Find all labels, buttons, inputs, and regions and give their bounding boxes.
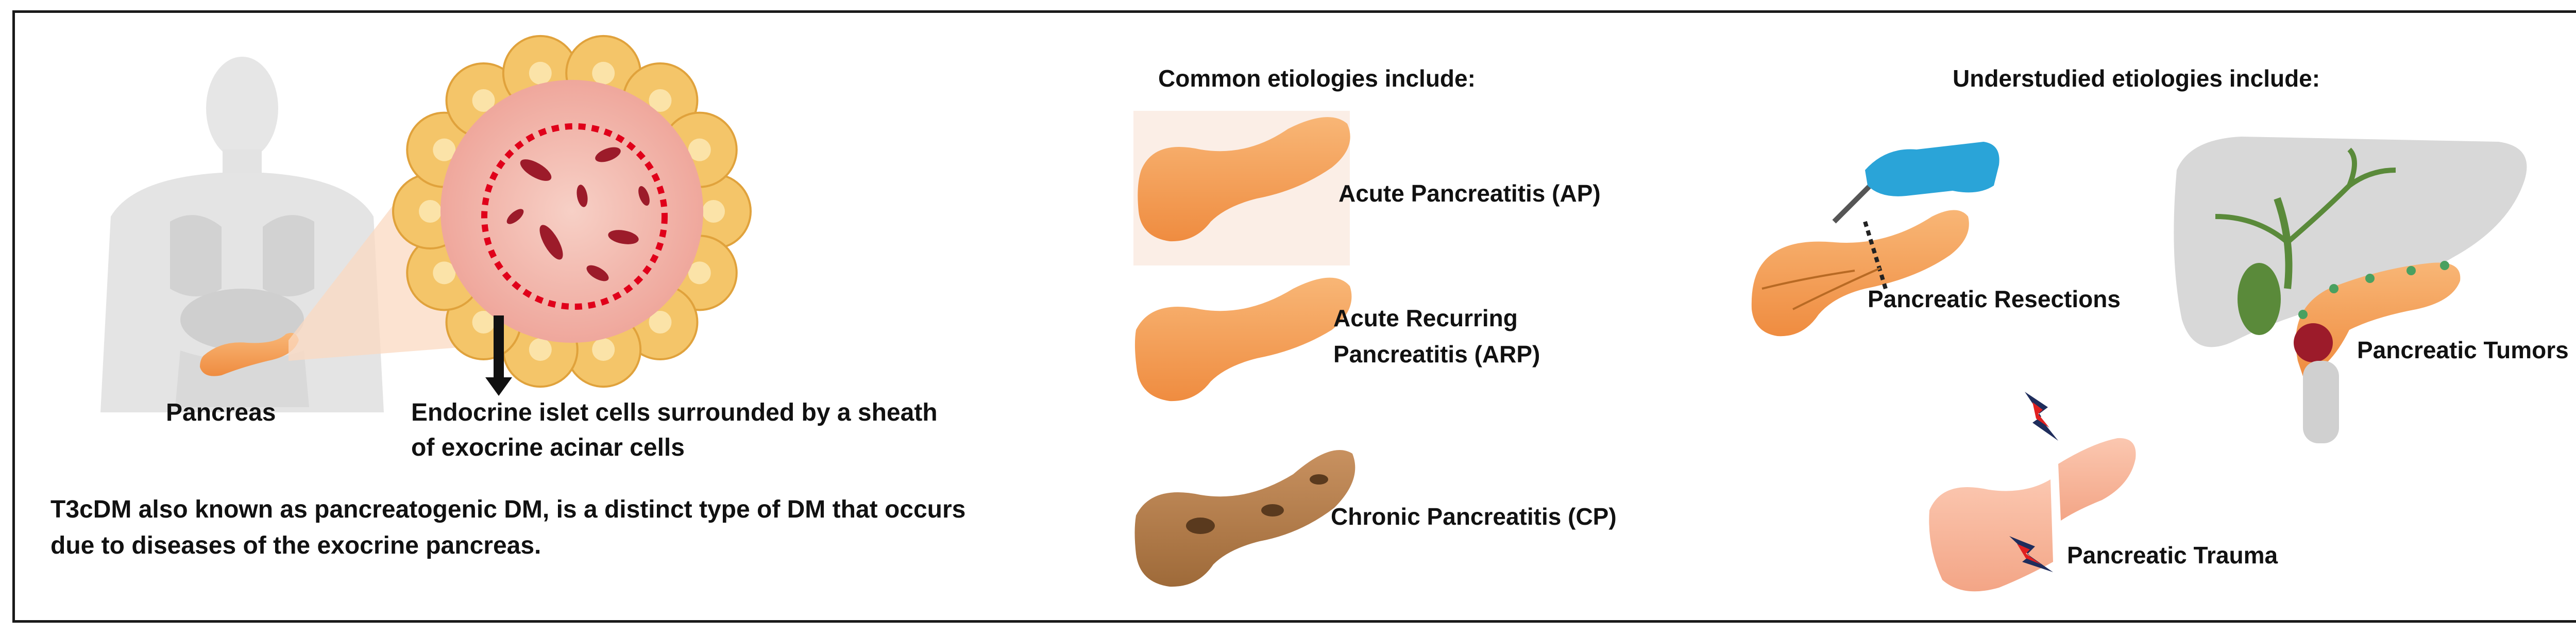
- islet-vessel: [539, 225, 563, 260]
- acinar-cell-core: [688, 261, 711, 285]
- islet-vessel: [506, 209, 524, 224]
- pancreatic-resection-illustration: [1751, 210, 1969, 337]
- acinar-cell-core: [592, 338, 615, 361]
- acinar-cell-core: [592, 61, 615, 85]
- islet-cells: [506, 147, 650, 281]
- acinar-cell-core: [472, 89, 495, 112]
- islet-dotted-outline: [481, 123, 668, 310]
- islet-vessel: [595, 147, 621, 162]
- down-arrow-icon: [485, 315, 512, 396]
- lightning-bolt-icon: [2025, 392, 2058, 441]
- acinar-cell-core: [419, 200, 442, 223]
- description-line2: due to diseases of the exocrine pancreas…: [50, 532, 541, 559]
- understudied-etiologies-heading: Understudied etiologies include:: [1953, 65, 2320, 92]
- acute-pancreatitis-label: Acute Pancreatitis (AP): [1338, 180, 1601, 207]
- figure-border: [12, 10, 2576, 623]
- islet-circle: [440, 80, 703, 343]
- acinar-cell-core: [472, 311, 495, 334]
- acute-recurring-label-line2: Pancreatitis (ARP): [1333, 341, 1540, 368]
- islet-vessel: [638, 186, 650, 206]
- acute-recurring-label-line1: Acute Recurring: [1333, 305, 1518, 331]
- acinar-cell-core: [702, 200, 725, 223]
- acinar-cell-core: [529, 338, 552, 361]
- common-etiologies-heading: Common etiologies include:: [1158, 65, 1476, 92]
- acinar-cell-core: [529, 61, 552, 85]
- pancreatic-trauma-label: Pancreatic Trauma: [2067, 542, 2278, 569]
- acinar-cell-core: [688, 138, 711, 161]
- acinar-cell-core: [433, 261, 456, 285]
- pancreas-label: Pancreas: [166, 399, 276, 426]
- description-line1: T3cDM also known as pancreatogenic DM, i…: [50, 496, 966, 523]
- chronic-pancreatitis-label: Chronic Pancreatitis (CP): [1331, 503, 1617, 530]
- acinar-cell-core: [433, 138, 456, 161]
- gloved-hand-scalpel-icon: [1832, 142, 1999, 224]
- acinar-cell-core: [649, 311, 672, 334]
- acute-recurring-pancreatitis-illustration: [1134, 277, 1352, 402]
- islet-vessel: [520, 159, 552, 181]
- chronic-pancreatitis-illustration: [1134, 450, 1355, 587]
- islet-vessel: [608, 230, 639, 244]
- islet-vessel: [586, 265, 609, 281]
- pancreatic-tumors-label: Pancreatic Tumors: [2357, 337, 2569, 363]
- acute-pancreatitis-illustration: [1133, 111, 1350, 265]
- liver-pancreas-tumor-illustration: [2174, 137, 2527, 443]
- body-pancreas-icon: [200, 332, 299, 376]
- islet-caption-line1: Endocrine islet cells surrounded by a sh…: [411, 399, 938, 426]
- lightning-bolt-icon-2: [2009, 536, 2053, 572]
- acinar-cell-core: [649, 89, 672, 112]
- pancreatic-resections-label: Pancreatic Resections: [1868, 286, 2121, 312]
- pancreatic-trauma-illustration: [1929, 392, 2136, 592]
- islet-caption-line2: of exocrine acinar cells: [411, 434, 685, 461]
- islet-vessel: [577, 185, 588, 207]
